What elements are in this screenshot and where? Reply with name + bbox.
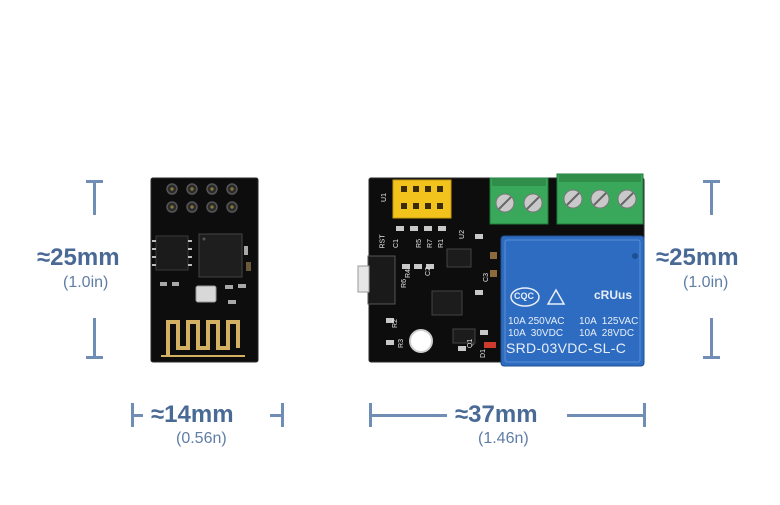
- silk-d1: D1: [479, 349, 487, 358]
- silk-c1: C1: [392, 239, 400, 248]
- left-width-bracket-left-line: [131, 414, 143, 417]
- mounting-hole: [409, 329, 433, 353]
- silk-r6: R6: [400, 279, 408, 288]
- left-height-bracket-bottom-cap: [86, 356, 103, 359]
- silk-q1: Q1: [467, 338, 475, 349]
- right-width-label: ≈37mm: [455, 401, 538, 428]
- left-height-label: ≈25mm: [37, 244, 120, 271]
- silk-r7: R7: [426, 239, 434, 248]
- right-height-bracket-bottom-cap: [703, 356, 720, 359]
- esp01-antenna-trace: [166, 320, 240, 356]
- left-width-bracket-right-line: [270, 414, 282, 417]
- relay-body: [500, 235, 645, 367]
- right-height-bracket-top-line: [710, 180, 713, 215]
- relay-rating-row2-right: 10A 28VDC: [579, 328, 635, 339]
- diode: [484, 342, 496, 348]
- right-width-bracket-left-line: [369, 414, 447, 417]
- silk-r5: R5: [415, 239, 423, 248]
- silk-u2: U2: [458, 230, 466, 239]
- relay-model: SRD-03VDC-SL-C: [506, 340, 627, 356]
- esp-socket-header: [392, 179, 452, 219]
- right-height-sublabel: (1.0in): [683, 274, 729, 291]
- relay-rating-row1-left: 10A 250VAC: [508, 316, 565, 327]
- relay-cert-ul: cRUus: [594, 288, 633, 302]
- silk-r1: R1: [437, 239, 445, 248]
- right-height-bracket-bottom-line: [710, 318, 713, 358]
- silk-c2: C2: [424, 267, 432, 276]
- transistor-chip: [452, 328, 476, 344]
- relay-rating-row2-left: 10A 30VDC: [508, 328, 564, 339]
- silk-rst: RST: [379, 234, 387, 249]
- right-width-bracket-right-line: [567, 414, 645, 417]
- silk-r2: R2: [391, 319, 399, 328]
- esp01-crystal: [195, 285, 217, 303]
- right-width-sublabel: (1.46n): [478, 430, 529, 447]
- relay-cert-cqc: CQC: [514, 291, 534, 301]
- regulator-chip: [446, 248, 472, 268]
- rst-button: [367, 255, 396, 305]
- esp01-flash-chip: [155, 235, 189, 271]
- right-height-label: ≈25mm: [656, 244, 739, 271]
- silk-c3: C3: [482, 273, 490, 282]
- silk-r3: R3: [397, 339, 405, 348]
- left-width-label: ≈14mm: [151, 401, 234, 428]
- silk-r4: R4: [404, 269, 412, 278]
- left-height-bracket-bottom-line: [93, 318, 96, 358]
- optocoupler-chip: [431, 290, 463, 316]
- cqc-logo: [510, 287, 540, 307]
- left-height-bracket-top-line: [93, 180, 96, 215]
- esp8266-chip: [198, 233, 243, 278]
- silk-u1: U1: [380, 193, 388, 202]
- relay-rating-row1-right: 10A 125VAC: [579, 316, 639, 327]
- warning-triangle-icon: [546, 288, 566, 305]
- left-width-bracket-right-cap: [281, 403, 284, 427]
- left-width-sublabel: (0.56n): [176, 430, 227, 447]
- right-width-bracket-right-cap: [643, 403, 646, 427]
- left-height-sublabel: (1.0in): [63, 274, 109, 291]
